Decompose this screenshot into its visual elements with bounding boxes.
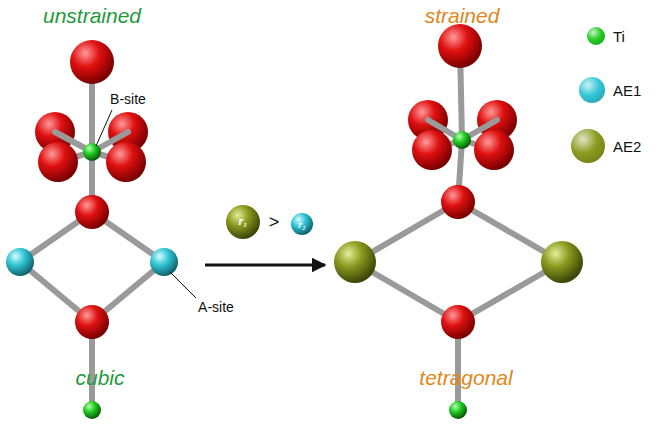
site-label: B-site (110, 92, 146, 107)
radius-symbol: r₁ (239, 215, 248, 228)
radius-sphere (291, 213, 313, 235)
legend-swatch (587, 27, 605, 45)
legend-entry: AE1 (579, 77, 641, 103)
symmetry-label: tetragonal (419, 366, 512, 389)
legend-swatch (579, 77, 605, 103)
legend-label: AE2 (613, 138, 641, 155)
legend-entry: AE2 (571, 129, 641, 163)
comparison-sign: > (269, 213, 280, 233)
leader-line (170, 272, 196, 298)
tetragonal-structure (334, 24, 583, 419)
legend-label: Ti (613, 28, 625, 45)
radius-sphere (226, 205, 260, 239)
transition-arrow (205, 264, 325, 267)
site-label: A-site (198, 300, 234, 315)
radius-symbol: r₂ (298, 219, 305, 230)
leader-line (96, 110, 112, 146)
legend-swatch (571, 129, 605, 163)
legend-entry: Ti (587, 27, 625, 45)
state-label: unstrained (43, 4, 141, 27)
legend-label: AE1 (613, 82, 641, 99)
state-label: strained (425, 4, 500, 27)
cubic-structure (6, 40, 178, 419)
symmetry-label: cubic (75, 366, 124, 389)
